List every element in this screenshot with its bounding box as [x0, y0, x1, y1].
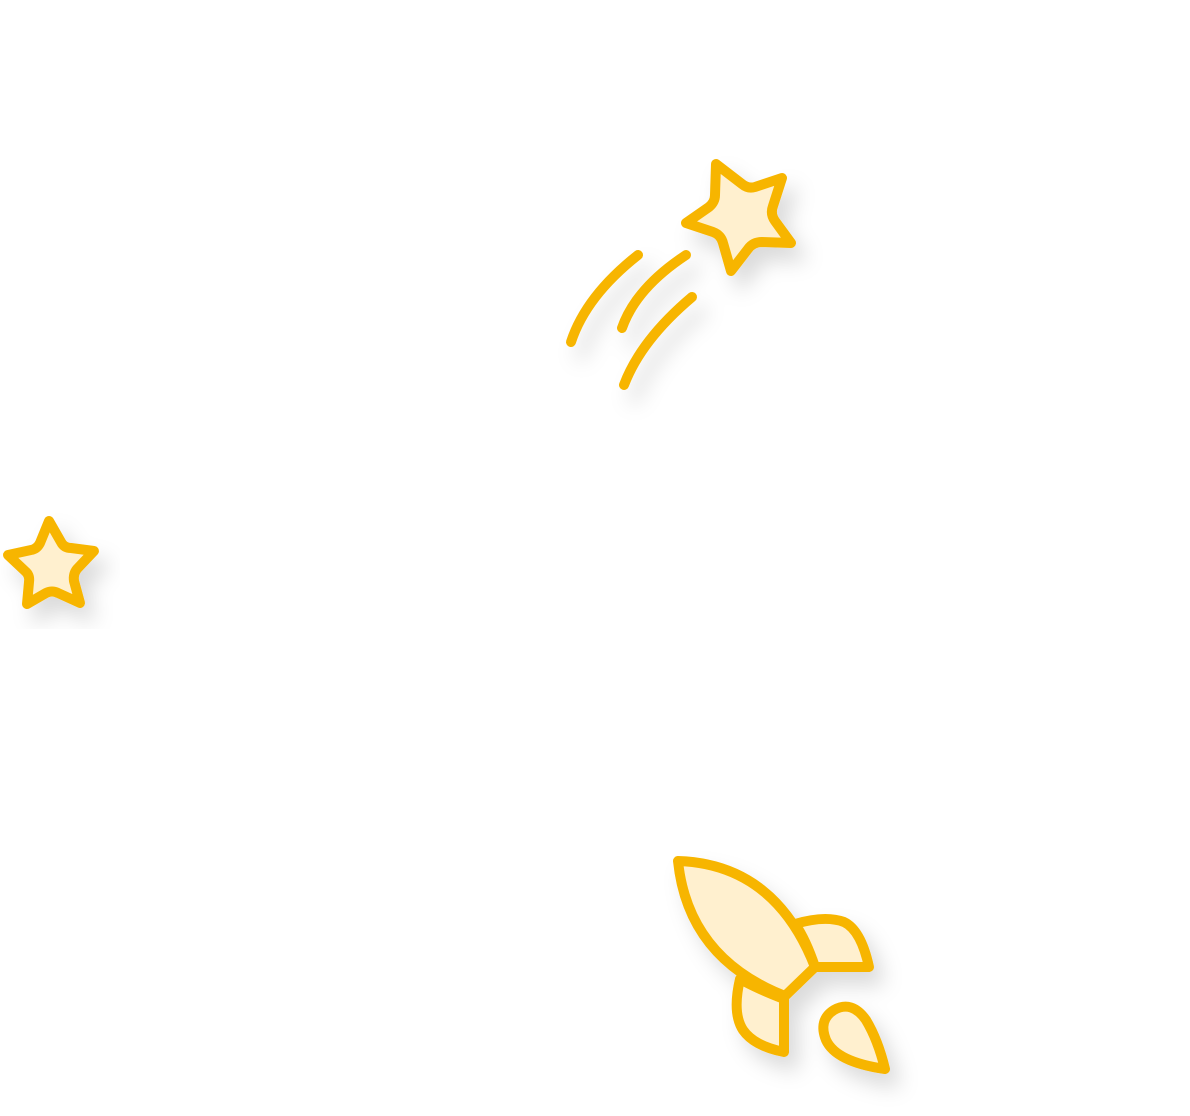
rocket-flame — [818, 1001, 890, 1074]
rocket-fin-bottom — [731, 974, 789, 1057]
shooting-star-body — [681, 159, 796, 276]
rocket-fin-right — [790, 914, 874, 972]
shooting-star-icon — [566, 159, 796, 390]
motion-line-middle — [617, 250, 691, 333]
motion-line-bottom — [619, 292, 697, 390]
star-icon — [3, 516, 99, 609]
rocket-icon — [673, 856, 890, 1074]
motion-line-top — [566, 250, 643, 347]
small-star-body — [3, 516, 99, 609]
